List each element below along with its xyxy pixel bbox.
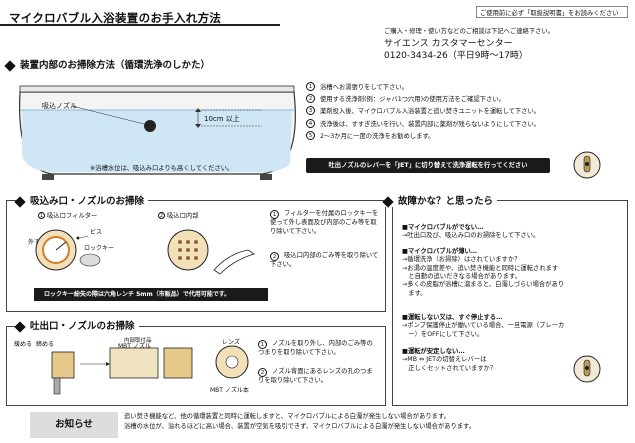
depth-label: 10cm 以上 bbox=[204, 114, 240, 123]
section-troubleshooting-title: 故障かな？と思ったら bbox=[382, 193, 498, 208]
diamond-bullet-icon bbox=[382, 195, 394, 208]
inlet-interior-illustration bbox=[167, 229, 255, 275]
tighten-label: 締める bbox=[36, 340, 54, 348]
section-internal-cleaning-title: 装置内部のお掃除方法（循環洗浄のしかた） bbox=[4, 57, 210, 72]
filter-illustration: ビス 外す ロックキー bbox=[28, 228, 114, 271]
loosen-label: 緩める bbox=[14, 340, 32, 348]
mbt-nozzle-label: MBT ノズル bbox=[118, 342, 151, 350]
mbt-nozzle-body-label: MBT ノズル本 bbox=[210, 386, 249, 394]
notice-text: 追い焚き機能など、他の循環装置と同時に運転しますと、マイクロバブルによる白濁が発… bbox=[124, 413, 476, 430]
nozzle-disassembly-illustration: 緩める 締める 内部取付品 MBT ノズル レンズ MBT ノズル本 bbox=[14, 336, 249, 395]
diamond-bullet-icon bbox=[14, 320, 26, 333]
page-title: マイクロバブル入浴装置のお手入れ方法 bbox=[9, 11, 222, 25]
notice-label: お知らせ bbox=[30, 412, 118, 438]
jet-instruction-banner: 吐出ノズルのレバーを「JET」に切り替えて洗浄運転を行ってください bbox=[306, 158, 550, 173]
nozzle-label: 吸込ノズル bbox=[42, 101, 77, 110]
trouble-item-thin-bubbles: ■マイクロバブルが薄い… →循環洗浄（お掃除）はされていますか？ →お湯の温度差… bbox=[402, 248, 565, 297]
contact-subtitle: ご購入・修理・使い方などのご相談は下記へご連絡下さい。 bbox=[384, 28, 555, 35]
diamond-bullet-icon bbox=[4, 59, 16, 72]
diamond-bullet-icon bbox=[14, 195, 26, 208]
lock-key-note-banner: ロックキー紛失の際は六角レンチ 5mm（市販品）で代用可能です。 bbox=[34, 288, 268, 301]
lock-key-label: ロックキー bbox=[84, 245, 114, 252]
bathtub-illustration: 吸込ノズル 10cm 以上 ※浴槽水位は、吸込み口よりも高くしてください。 bbox=[19, 85, 296, 180]
internal-part-label: 内部取付品 bbox=[124, 336, 152, 344]
section-discharge-title: 吐出口・ノズルのお掃除 bbox=[14, 318, 139, 333]
section-suction-title: 吸込み口・ノズルのお掃除 bbox=[14, 193, 149, 208]
trouble-item-unstable: ■運転が安定しない… →MB ⇔ JETの切替えレバーは 正しくセットされていま… bbox=[402, 348, 497, 372]
lens-label: レンズ bbox=[222, 338, 240, 346]
troubleshooting-box bbox=[392, 200, 628, 406]
title-underline bbox=[0, 24, 280, 26]
screw-label: ビス bbox=[90, 228, 102, 236]
remove-label: 外す bbox=[28, 238, 40, 246]
jet-lever-icon bbox=[573, 151, 601, 179]
suction-nozzle-cleaning-box bbox=[6, 200, 386, 312]
trouble-item-stops: ■運転しない又は、すぐ停止する… →ポンプ保護停止が働いている場合、一旦電源（ブ… bbox=[402, 314, 565, 338]
switch-lever-icon bbox=[573, 355, 601, 383]
trouble-item-no-bubbles: ■マイクロバブルがでない… →吐出口及び、吸込み口のお掃除をして下さい。 bbox=[402, 224, 540, 240]
water-level-footnote: ※浴槽水位は、吸込み口よりも高くしてください。 bbox=[90, 163, 233, 172]
discharge-nozzle-cleaning-box bbox=[6, 326, 386, 406]
contact-phone: 0120-3434-26（平日9時〜17時） bbox=[384, 51, 528, 61]
contact-center-name: サイエンス カスタマーセンター bbox=[384, 39, 513, 49]
read-manual-notice: ご使用前に必ず「取扱説明書」をお読みください bbox=[476, 6, 628, 18]
